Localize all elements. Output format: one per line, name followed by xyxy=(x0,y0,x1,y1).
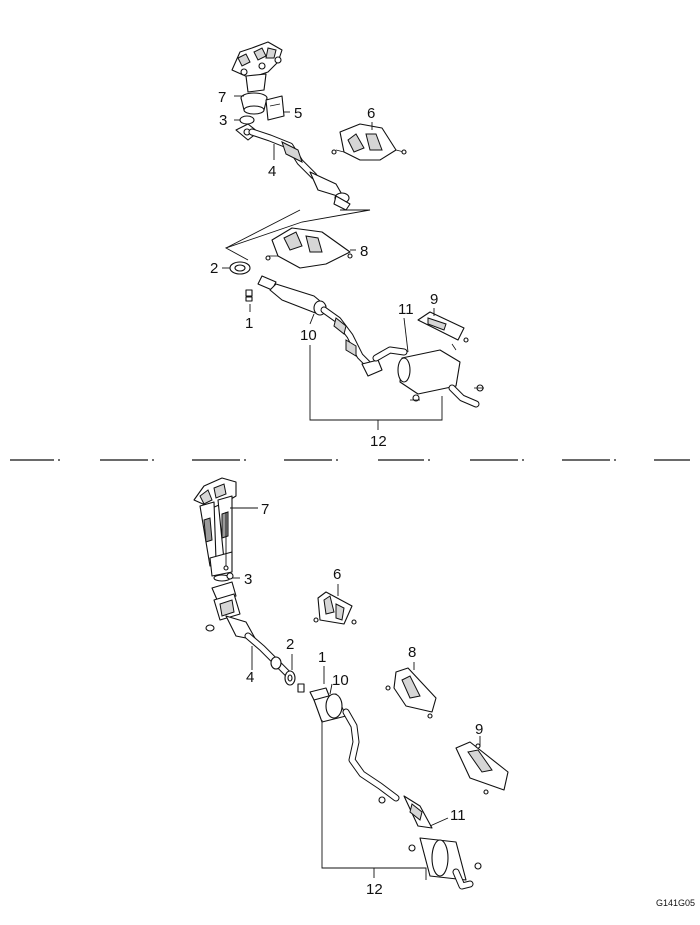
heat-shield-bracket xyxy=(265,95,285,121)
heat-shield-9-bottom xyxy=(455,741,509,795)
gasket-2 xyxy=(229,261,251,275)
heat-shield-8 xyxy=(265,227,353,269)
center-muffler xyxy=(257,275,383,377)
bottom-label-3: 3 xyxy=(244,571,252,588)
rear-muffler-bottom xyxy=(403,795,482,890)
heat-shield-6 xyxy=(331,123,407,161)
center-muffler-bottom xyxy=(309,687,400,804)
bottom-label-9: 9 xyxy=(475,721,483,738)
bottom-label-12: 12 xyxy=(366,881,383,898)
nut-bolt-1-bottom xyxy=(297,683,305,693)
bottom-label-6: 6 xyxy=(333,566,341,583)
top-label-5: 5 xyxy=(294,105,302,122)
heat-shield-9 xyxy=(417,311,469,351)
bottom-label-1: 1 xyxy=(318,649,326,666)
top-label-9: 9 xyxy=(430,291,438,308)
bottom-variant: 7 3 6 2 1 10 4 8 9 11 12 xyxy=(193,477,509,898)
top-label-4: 4 xyxy=(268,163,276,180)
top-label-7: 7 xyxy=(218,89,226,106)
bottom-label-11: 11 xyxy=(450,807,466,824)
heat-shield-6-bottom xyxy=(313,591,357,625)
figure-code: G141G05 xyxy=(656,898,695,908)
top-variant: 7 3 5 6 4 8 2 1 10 11 9 12 xyxy=(210,41,484,450)
exhaust-manifold-bottom xyxy=(193,477,237,582)
top-label-2: 2 xyxy=(210,260,218,277)
bottom-label-4: 4 xyxy=(246,669,254,686)
gasket-3-bottom xyxy=(226,572,234,580)
gasket-ring xyxy=(239,115,255,125)
bottom-label-2: 2 xyxy=(286,636,294,653)
front-pipe-bottom xyxy=(205,581,292,678)
heat-shield-8-bottom xyxy=(385,667,437,719)
nut-bolt-1 xyxy=(245,289,253,302)
bottom-label-8: 8 xyxy=(408,644,416,661)
gasket-2-bottom xyxy=(284,670,296,686)
rear-muffler xyxy=(372,346,484,408)
top-label-6: 6 xyxy=(367,105,375,122)
exhaust-manifold xyxy=(231,41,283,115)
top-label-1: 1 xyxy=(245,315,253,332)
top-label-12: 12 xyxy=(370,433,387,450)
front-pipe xyxy=(235,123,351,211)
top-label-8: 8 xyxy=(360,243,368,260)
bottom-label-10: 10 xyxy=(332,672,349,689)
top-label-11: 11 xyxy=(398,301,414,318)
top-label-3: 3 xyxy=(219,112,227,129)
bottom-label-7: 7 xyxy=(261,501,269,518)
top-label-10: 10 xyxy=(300,327,317,344)
